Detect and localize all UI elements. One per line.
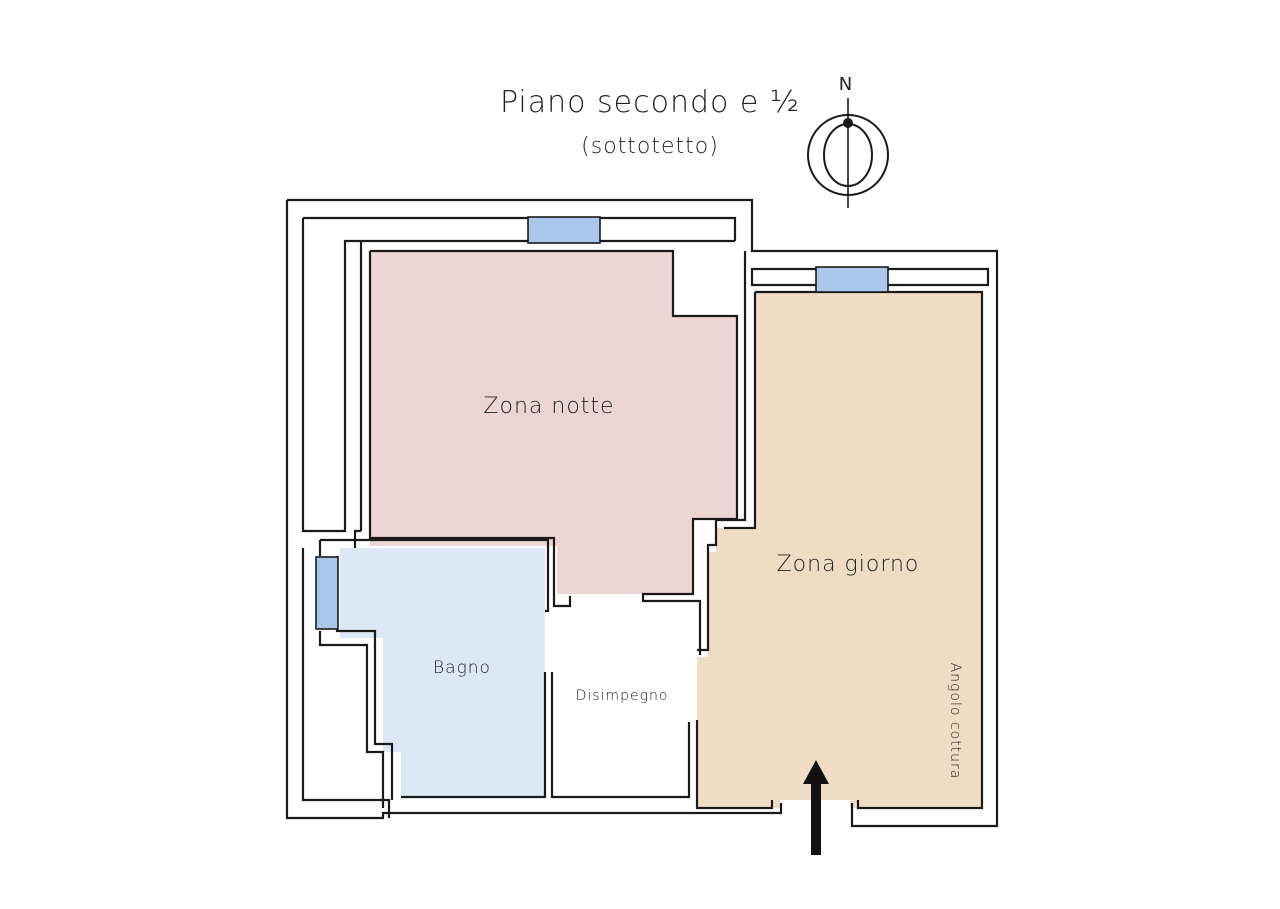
window-north-giorno bbox=[815, 266, 889, 293]
room-label-angolo-cottura: Angolo cottura bbox=[947, 663, 963, 780]
plan-subtitle: (sottotetto) bbox=[581, 134, 719, 159]
walls bbox=[285, 198, 999, 828]
room-disimpegno-area bbox=[548, 596, 690, 797]
plan-title: Piano secondo e ½ bbox=[500, 85, 800, 120]
entrance-arrow-icon bbox=[803, 760, 829, 855]
room-label-bagno: Bagno bbox=[433, 658, 491, 678]
window-north-notte bbox=[527, 216, 601, 244]
room-label-zona-notte: Zona notte bbox=[483, 394, 614, 419]
room-label-zona-giorno: Zona giorno bbox=[777, 552, 920, 577]
room-label-disimpegno: Disimpegno bbox=[576, 688, 669, 704]
room-bagno-area bbox=[340, 548, 545, 797]
room-zona-giorno-area bbox=[697, 292, 982, 808]
north-label: N bbox=[839, 74, 853, 95]
compass-north-icon: N bbox=[807, 74, 889, 208]
room-zona-notte-area bbox=[370, 251, 737, 594]
window-west-bagno bbox=[315, 556, 339, 630]
